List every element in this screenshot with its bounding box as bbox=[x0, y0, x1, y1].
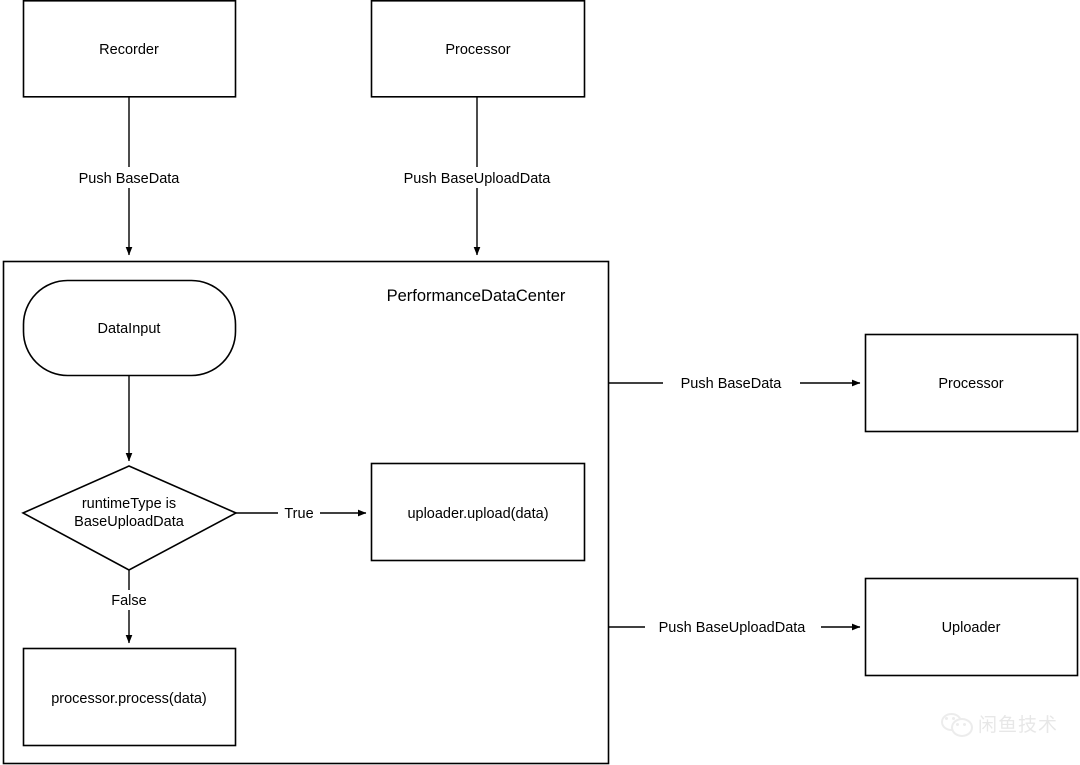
node-uploader-right-label: Uploader bbox=[942, 620, 1001, 636]
node-data-input-label: DataInput bbox=[98, 321, 161, 337]
node-processor-top-label: Processor bbox=[445, 42, 510, 58]
edge-decision-false-label: False bbox=[111, 593, 146, 609]
node-processor-top bbox=[370, 0, 586, 98]
edge-label-bg-center-processor bbox=[663, 373, 800, 393]
node-processor-process bbox=[22, 647, 237, 747]
node-processor-right-label: Processor bbox=[938, 376, 1003, 392]
edge-label-bg-true bbox=[278, 503, 320, 523]
edge-center-to-processor-label: Push BaseData bbox=[681, 376, 783, 392]
node-decision-label-line1: runtimeType is bbox=[82, 496, 176, 512]
node-recorder-label: Recorder bbox=[99, 42, 159, 58]
node-recorder bbox=[22, 0, 237, 98]
edge-label-bg-processor bbox=[390, 167, 566, 188]
edge-processor-to-center-label: Push BaseUploadData bbox=[404, 171, 552, 187]
edge-label-bg-false bbox=[106, 590, 154, 610]
performance-data-center-title: PerformanceDataCenter bbox=[387, 287, 566, 305]
edge-recorder-to-center-label: Push BaseData bbox=[79, 171, 181, 187]
node-decision-label-line2: BaseUploadData bbox=[74, 514, 185, 530]
node-processor-right bbox=[864, 333, 1079, 433]
node-uploader-upload bbox=[370, 462, 586, 562]
edge-decision-true-label: True bbox=[284, 506, 313, 522]
node-uploader-right bbox=[864, 577, 1079, 677]
edge-label-bg-recorder bbox=[62, 167, 196, 188]
node-uploader-upload-label: uploader.upload(data) bbox=[407, 506, 548, 522]
edge-label-bg-center-uploader bbox=[645, 617, 821, 637]
node-processor-process-label: processor.process(data) bbox=[51, 691, 207, 707]
edge-center-to-uploader-label: Push BaseUploadData bbox=[659, 620, 807, 636]
